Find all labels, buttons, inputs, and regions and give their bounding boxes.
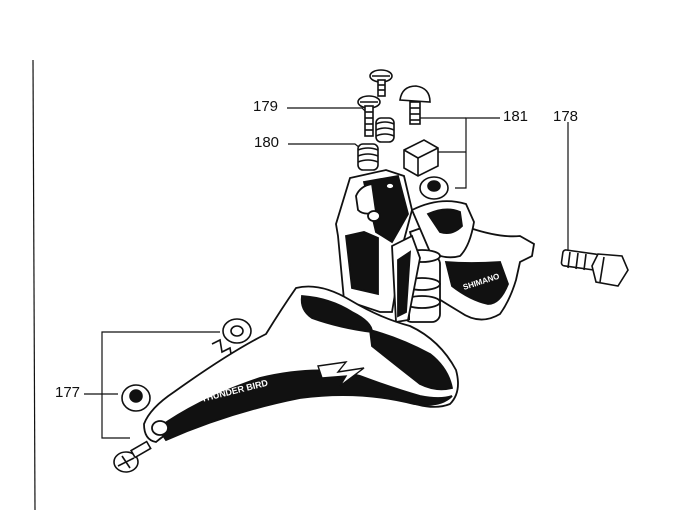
spring-upper <box>375 117 395 143</box>
leader-179 <box>287 107 367 113</box>
leader-180 <box>288 143 361 149</box>
leader-181 <box>455 117 500 189</box>
washer-177-top <box>222 318 252 344</box>
top-screw <box>369 69 393 97</box>
callout-177: 177 <box>55 384 81 401</box>
clamp-nut-block <box>403 139 439 177</box>
loose-parts <box>113 69 629 473</box>
derailleur-body <box>143 169 535 443</box>
callout-181: 181 <box>503 108 529 125</box>
screw-179 <box>357 95 381 137</box>
callout-179: 179 <box>253 98 279 115</box>
spring-180 <box>357 143 379 171</box>
bolt-178 <box>560 249 629 287</box>
left-margin-rule <box>32 59 36 511</box>
leader-177 <box>101 331 220 439</box>
screw-177-bottom <box>113 440 152 473</box>
hex-nut <box>419 176 449 200</box>
leader-lines <box>84 107 569 439</box>
bushing-177 <box>121 384 151 412</box>
callout-180: 180 <box>254 134 280 151</box>
pivot-hole <box>367 210 381 222</box>
small-spring-177 <box>211 338 233 361</box>
lightning-mark <box>317 361 365 387</box>
cap-screw <box>399 85 431 125</box>
callout-178: 178 <box>553 108 579 125</box>
cage-hole <box>151 420 169 436</box>
